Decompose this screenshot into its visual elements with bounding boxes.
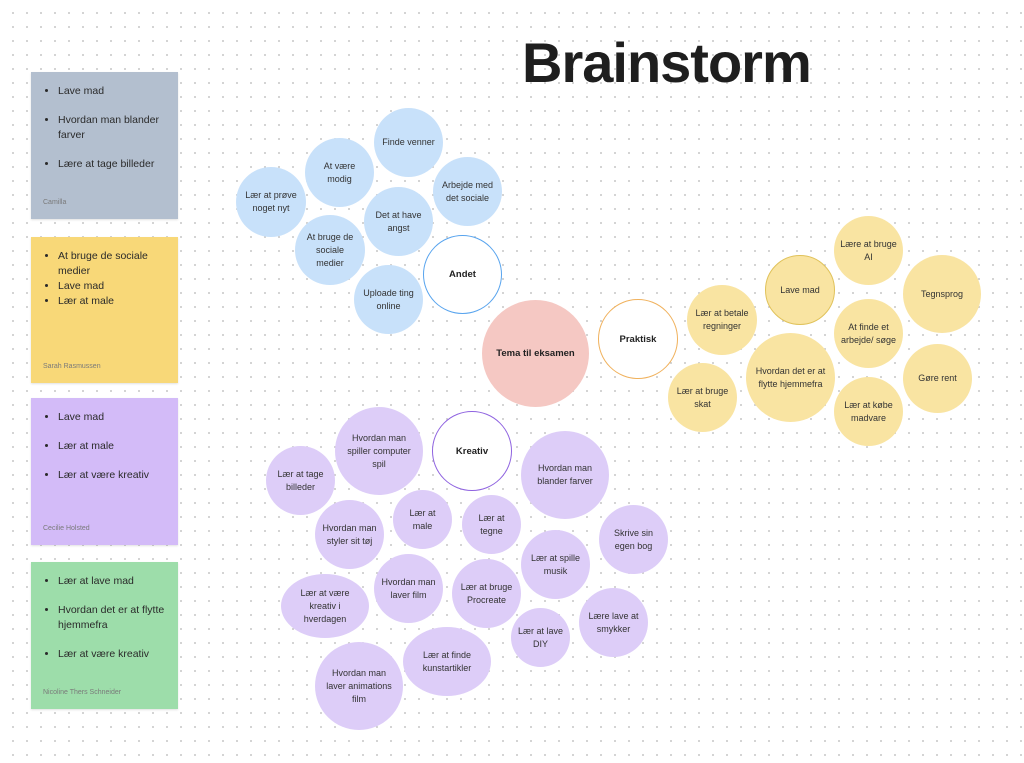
sticky-item: Lave mad	[58, 410, 168, 425]
sticky-item: Lære at tage billeder	[58, 157, 168, 172]
sticky-list: At bruge de sociale medier Lave mad Lær …	[31, 237, 178, 309]
idea-bubble[interactable]: Tegnsprog	[903, 255, 981, 333]
idea-bubble[interactable]: Hvordan man spiller computer spil	[335, 407, 423, 495]
idea-bubble[interactable]: Hvordan man laver animations film	[315, 642, 403, 730]
idea-bubble[interactable]: Lær at bruge skat	[668, 363, 737, 432]
sticky-list: Lær at lave mad Hvordan det er at flytte…	[31, 562, 178, 662]
idea-bubble[interactable]: Gøre rent	[903, 344, 972, 413]
idea-bubble[interactable]: At være modig	[305, 138, 374, 207]
idea-bubble[interactable]: Lær at betale regninger	[687, 285, 757, 355]
idea-bubble[interactable]: Lær at prøve noget nyt	[236, 167, 306, 237]
sticky-author: Cecilie Holsted	[43, 525, 90, 532]
idea-bubble[interactable]: Lære lave at smykker	[579, 588, 648, 657]
idea-bubble[interactable]: Lær at være kreativ i hverdagen	[281, 574, 369, 638]
idea-bubble[interactable]: Lær at male	[393, 490, 452, 549]
sticky-list: Lave mad Hvordan man blander farver Lære…	[31, 72, 178, 172]
sticky-item: Lave mad	[58, 279, 168, 294]
sticky-author: Camilla	[43, 199, 67, 206]
sticky-author: Sarah Rasmussen	[43, 363, 101, 370]
hub-kreativ[interactable]: Kreativ	[432, 411, 512, 491]
sticky-note-camilla[interactable]: Lave mad Hvordan man blander farver Lære…	[31, 72, 178, 219]
hub-praktisk[interactable]: Praktisk	[598, 299, 678, 379]
sticky-item: Lær at male	[58, 294, 168, 309]
sticky-item: Lær at male	[58, 439, 168, 454]
idea-bubble[interactable]: Hvordan det er at flytte hjemmefra	[746, 333, 835, 422]
sticky-item: Lær at være kreativ	[58, 647, 168, 662]
idea-bubble[interactable]: Uploade ting online	[354, 265, 423, 334]
idea-bubble[interactable]: Lær at spille musik	[521, 530, 590, 599]
idea-bubble[interactable]: Lær at finde kunstartikler	[403, 627, 491, 696]
idea-bubble[interactable]: Finde venner	[374, 108, 443, 177]
hub-andet[interactable]: Andet	[423, 235, 502, 314]
idea-bubble[interactable]: Lær at tegne	[462, 495, 521, 554]
idea-bubble[interactable]: At finde et arbejde/ søge	[834, 299, 903, 368]
idea-bubble[interactable]: Hvordan man blander farver	[521, 431, 609, 519]
idea-bubble[interactable]: Lær at tage billeder	[266, 446, 335, 515]
sticky-item: Lave mad	[58, 84, 168, 99]
idea-bubble[interactable]: Lave mad	[765, 255, 835, 325]
idea-bubble[interactable]: At bruge de sociale medier	[295, 215, 365, 285]
sticky-author: Nicoline Thers Schneider	[43, 689, 122, 696]
board-title: Brainstorm	[522, 31, 812, 94]
sticky-item: Lær at være kreativ	[58, 468, 168, 483]
sticky-item: Hvordan man blander farver	[58, 113, 168, 143]
idea-bubble[interactable]: Lær at købe madvare	[834, 377, 903, 446]
idea-bubble[interactable]: Skrive sin egen bog	[599, 505, 668, 574]
idea-bubble[interactable]: Hvordan man laver film	[374, 554, 443, 623]
center-topic-bubble[interactable]: Tema til eksamen	[482, 300, 589, 407]
idea-bubble[interactable]: Det at have angst	[364, 187, 433, 256]
idea-bubble[interactable]: Hvordan man styler sit tøj	[315, 500, 384, 569]
sticky-item: Lær at lave mad	[58, 574, 168, 589]
sticky-item: At bruge de sociale medier	[58, 249, 168, 279]
idea-bubble[interactable]: Lær at lave DIY	[511, 608, 570, 667]
sticky-item: Hvordan det er at flytte hjemmefra	[58, 603, 168, 633]
idea-bubble[interactable]: Lær at bruge Procreate	[452, 559, 521, 628]
idea-bubble[interactable]: Arbejde med det sociale	[433, 157, 502, 226]
sticky-note-nicoline[interactable]: Lær at lave mad Hvordan det er at flytte…	[31, 562, 178, 709]
sticky-note-cecilie[interactable]: Lave mad Lær at male Lær at være kreativ…	[31, 398, 178, 545]
sticky-note-sarah[interactable]: At bruge de sociale medier Lave mad Lær …	[31, 237, 178, 383]
idea-bubble[interactable]: Lære at bruge AI	[834, 216, 903, 285]
sticky-list: Lave mad Lær at male Lær at være kreativ	[31, 398, 178, 483]
